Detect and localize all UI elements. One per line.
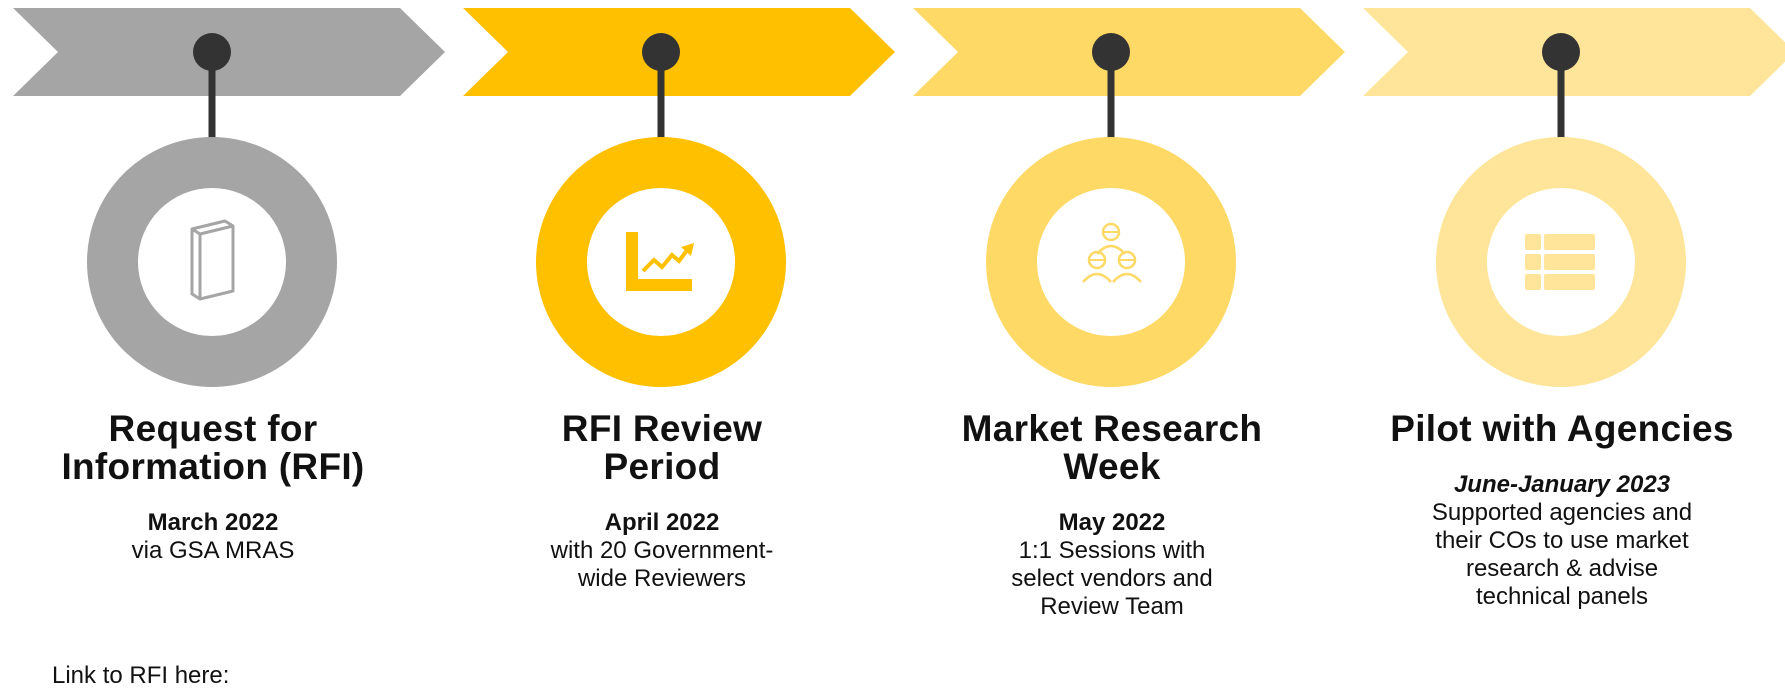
stage-ring-inner	[1037, 188, 1185, 336]
stage-title: Pilot with Agencies	[1390, 408, 1734, 449]
growth-chart-icon	[626, 232, 694, 291]
stage-date: March 2022	[147, 509, 279, 536]
stage-description: 1:1 Sessions with select vendors and Rev…	[1011, 537, 1213, 620]
stage-graphic	[913, 8, 1345, 387]
stage-rfi-review: RFI Review Period April 2022 with 20 Gov…	[462, 410, 862, 593]
stage-date: June-January 2023	[1453, 471, 1671, 498]
connector-dot	[642, 33, 680, 71]
stage-description: via GSA MRAS	[131, 537, 295, 564]
stage-date: May 2022	[1058, 509, 1166, 536]
stage-title: RFI Review Period	[561, 408, 763, 487]
stage-rfi: Request for Information (RFI) March 2022…	[13, 410, 413, 565]
people-hierarchy-icon	[1082, 222, 1142, 283]
list-table-icon	[1525, 234, 1595, 290]
stage-graphic	[463, 8, 895, 387]
connector-dot	[1092, 33, 1130, 71]
stage-pilot-with-agencies: Pilot with Agencies June-January 2023 Su…	[1362, 410, 1762, 611]
book-icon	[190, 219, 235, 301]
stage-description: Supported agencies and their COs to use …	[1431, 499, 1693, 610]
stage-title: Market Research Week	[961, 408, 1263, 487]
connector-dot	[193, 33, 231, 71]
stage-description: with 20 Government-wide Reviewers	[550, 537, 774, 592]
rfi-link-label: Link to RFI here:	[52, 662, 230, 689]
stage-ring-inner	[587, 188, 735, 336]
stage-market-research-week: Market Research Week May 2022 1:1 Sessio…	[912, 410, 1312, 621]
stage-title: Request for Information (RFI)	[61, 408, 365, 487]
connector-dot	[1542, 33, 1580, 71]
stage-ring-inner	[138, 188, 286, 336]
stage-graphic	[1363, 8, 1785, 387]
stage-graphic	[13, 8, 445, 387]
timeline-graphic	[13, 8, 1785, 387]
stage-date: April 2022	[604, 509, 720, 536]
